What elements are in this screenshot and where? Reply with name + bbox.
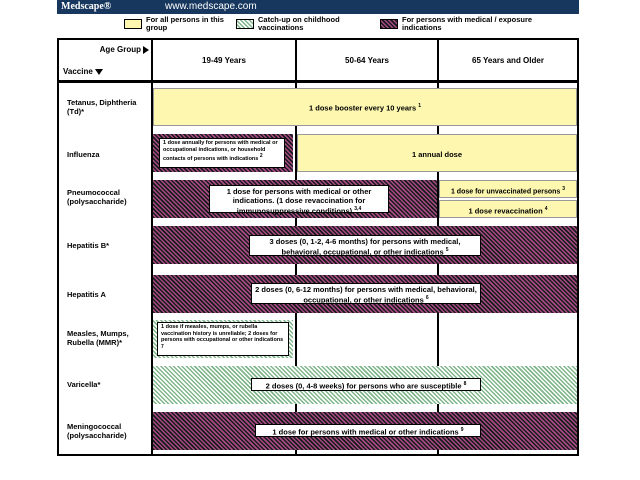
arrow-right-icon	[143, 45, 149, 54]
dose-text: 1 dose for unvaccinated persons	[450, 188, 561, 196]
vaccine-name-hepatitis-a: Hepatitis A	[67, 290, 106, 299]
dose-text-pneumococcal-65-first: 1 dose for unvaccinated persons 3	[439, 185, 577, 196]
column-divider	[437, 83, 439, 454]
dose-text-hepatitis-a: 2 doses (0, 6-12 months) for persons wit…	[251, 283, 481, 304]
dose-text: 2 doses (0, 4-8 weeks) for persons who a…	[265, 381, 462, 391]
legend-swatch-purple	[380, 19, 398, 29]
dose-text: 1 dose for persons with medical or other…	[272, 427, 459, 437]
vaccine-schedule-table: Age Group Vaccine 19-49 Years 50-64 Year…	[57, 38, 579, 456]
footnote-ref: 2	[259, 153, 263, 159]
footnote-ref: 9	[460, 427, 464, 433]
vaccine-name-hepatitis-b: Hepatitis B*	[67, 241, 110, 250]
table-corner-header: Age Group Vaccine	[59, 40, 153, 80]
age-group-heading: Age Group	[100, 45, 149, 54]
dose-text-varicella: 2 doses (0, 4-8 weeks) for persons who a…	[251, 378, 481, 391]
band-pneumococcal-65-first	[439, 180, 577, 198]
dose-text: 3 doses (0, 1-2, 4-6 months) for persons…	[269, 237, 461, 257]
legend-swatch-yellow	[124, 19, 142, 29]
site-url[interactable]: www.medscape.com	[165, 1, 257, 12]
age-group-65-plus: 65 Years and Older	[472, 55, 544, 65]
dose-text-mmr: 1 dose if measles, mumps, or rubella vac…	[157, 322, 289, 356]
vaccine-name-mmr: Measles, Mumps, Rubella (MMR)*	[67, 329, 129, 347]
age-group-50-64: 50-64 Years	[345, 55, 389, 65]
vaccine-name-td: Tetanus, Diphtheria (Td)*	[67, 98, 137, 116]
footnote-ref: 4	[544, 206, 548, 212]
vaccine-heading: Vaccine	[63, 67, 103, 76]
arrow-down-icon	[94, 68, 103, 75]
column-divider	[437, 40, 439, 84]
dose-text: 1 dose if measles, mumps, or rubella vac…	[161, 324, 284, 343]
medscape-logo[interactable]: Medscape®	[61, 1, 112, 12]
site-header-bar: Medscape® www.medscape.com	[57, 0, 579, 14]
dose-text-td: 1 dose booster every 10 years 1	[153, 102, 577, 113]
footnote-ref: 3	[562, 186, 566, 192]
legend-swatch-green	[236, 19, 254, 29]
column-divider	[295, 83, 297, 454]
band-pneumococcal-65-revax	[439, 200, 577, 218]
footnote-ref: 8	[463, 381, 467, 387]
dose-text-hepatitis-b: 3 doses (0, 1-2, 4-6 months) for persons…	[249, 235, 481, 256]
dose-text-pneumococcal-65-revax: 1 dose revaccination 4	[439, 205, 577, 216]
vaccine-label: Vaccine	[63, 67, 93, 76]
header-divider	[59, 80, 577, 83]
column-divider	[151, 40, 153, 454]
dose-text: 1 dose for persons with medical or other…	[226, 187, 372, 216]
dose-text: 1 dose annually for persons with medical…	[163, 140, 278, 162]
column-divider	[295, 40, 297, 84]
footnote-ref: 5	[445, 247, 449, 253]
band-influenza-older	[297, 134, 577, 172]
vaccine-name-varicella: Varicella*	[67, 380, 101, 389]
dose-text-influenza-older: 1 annual dose	[411, 150, 462, 159]
vaccine-name-pneumococcal: Pneumococcal (polysaccharide)	[67, 188, 127, 206]
dose-text-meningococcal: 1 dose for persons with medical or other…	[255, 424, 481, 437]
dose-text: 2 doses (0, 6-12 months) for persons wit…	[255, 285, 477, 305]
footnote-ref: 6	[425, 295, 429, 301]
legend-label: Catch-up on childhood vaccinations	[258, 15, 340, 32]
dose-text: 1 dose revaccination	[468, 206, 543, 216]
footnote-ref: 1	[418, 103, 422, 109]
dose-text-pneumococcal-under65: 1 dose for persons with medical or other…	[209, 185, 389, 216]
legend-label: For persons with medical / exposure indi…	[402, 15, 533, 32]
band-td	[153, 88, 577, 126]
vaccine-name-influenza: Influenza	[67, 150, 100, 159]
legend-label: For all persons in this group	[146, 15, 224, 32]
vaccine-name-meningococcal: Meningococcal (polysaccharide)	[67, 422, 127, 440]
age-group-label: Age Group	[99, 45, 141, 54]
dose-text: 1 dose booster every 10 years	[308, 103, 417, 113]
footnote-ref: 7	[161, 343, 164, 350]
age-group-19-49: 19-49 Years	[202, 55, 246, 65]
dose-text-influenza-young: 1 dose annually for persons with medical…	[159, 138, 285, 168]
footnote-ref: 3,4	[354, 206, 362, 212]
